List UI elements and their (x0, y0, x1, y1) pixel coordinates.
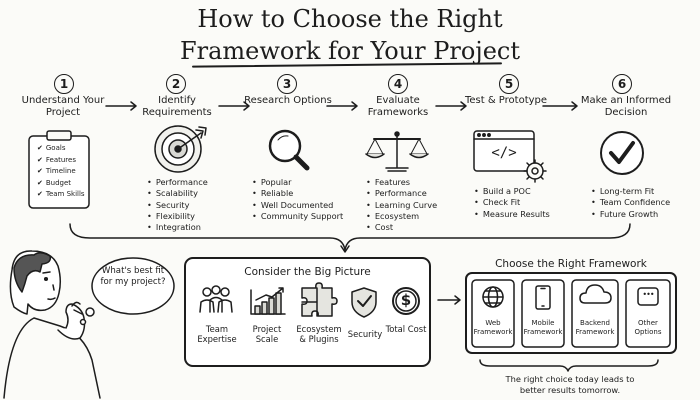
step-3-number: 3 (277, 74, 297, 94)
magnifier-icon (268, 129, 310, 171)
big-picture-title: Consider the Big Picture (244, 266, 371, 278)
list-item: Check Fit (474, 197, 550, 208)
step-arrows (105, 101, 578, 111)
bar-chart-icon (250, 287, 286, 315)
step-2-number: 2 (166, 74, 186, 94)
step-4-bullets: Features Performance Learning Curve Ecos… (366, 177, 437, 233)
list-item: Popular (252, 177, 343, 188)
list-item: Security (147, 200, 208, 211)
right-framework-frame (465, 272, 677, 354)
curly-bracket (69, 223, 631, 251)
cloud-icon (579, 284, 612, 304)
more-dots-icon: ••• (642, 290, 654, 299)
big-picture-label: Total Cost (385, 324, 427, 334)
step-5-title: Test & Prototype (464, 95, 548, 106)
step-3-bullets: Popular Reliable Well Documented Communi… (252, 177, 343, 222)
code-glyph: </> (491, 145, 517, 161)
right-framework-title: Choose the Right Framework (495, 258, 647, 270)
gear-icon (523, 159, 547, 183)
thinking-person-illustration (3, 250, 101, 399)
dollar-coin-icon (392, 287, 420, 315)
list-item: Scalability (147, 188, 208, 199)
step-2-title: Identify Requirements (142, 95, 212, 118)
list-item: Flexibility (147, 211, 208, 222)
step-6-title: Make an Informed Decision (580, 95, 672, 118)
checklist-item: Timeline (37, 166, 85, 178)
phone-icon (535, 285, 551, 310)
list-item: Features (366, 177, 437, 188)
globe-icon (482, 286, 504, 308)
list-item: Long-term Fit (591, 186, 670, 197)
title-line-1: How to Choose the Right (197, 5, 503, 33)
framework-card-backend: Backend Framework (575, 319, 615, 336)
big-picture-label: Ecosystem & Plugins (296, 324, 342, 344)
list-item: Reliable (252, 188, 343, 199)
step-1-checklist: Goals Features Timeline Budget Team Skil… (37, 143, 85, 201)
step-1-title: Understand Your Project (21, 95, 105, 118)
team-people-icon (199, 285, 233, 313)
code-window-icon (473, 130, 547, 183)
step-4-number: 4 (388, 74, 408, 94)
target-icon (154, 125, 207, 173)
note-bracket (479, 359, 659, 372)
framework-card-other: Other Options (634, 319, 662, 336)
step-5-number: 5 (499, 74, 519, 94)
bottom-note: The right choice today leads to better r… (505, 374, 635, 395)
list-item: Measure Results (474, 209, 550, 220)
step-5-bullets: Build a POC Check Fit Measure Results (474, 186, 550, 220)
title-line-2: Framework for Your Project (179, 37, 521, 65)
list-item: Learning Curve (366, 200, 437, 211)
step-3-title: Research Options (244, 95, 332, 106)
step-2-bullets: Performance Scalability Security Flexibi… (147, 177, 208, 233)
list-item: Performance (147, 177, 208, 188)
list-item: Cost (366, 222, 437, 233)
checkmark-circle-icon (600, 131, 644, 175)
big-picture-label: Project Scale (252, 324, 282, 344)
step-6-bullets: Long-term Fit Team Confidence Future Gro… (591, 186, 670, 220)
connector-arrow (437, 295, 461, 305)
shield-icon (351, 287, 377, 318)
balance-scale-icon (365, 131, 429, 172)
list-item: Future Growth (591, 209, 670, 220)
step-1-number: 1 (54, 74, 74, 94)
thought-bubble (79, 257, 175, 326)
dollar-sign: $ (400, 291, 412, 309)
step-6-number: 6 (612, 74, 632, 94)
checklist-item: Features (37, 155, 85, 167)
framework-card-mobile: Mobile Framework (523, 319, 563, 336)
checklist-item: Goals (37, 143, 85, 155)
step-4-title: Evaluate Frameworks (367, 95, 429, 118)
big-picture-label: Team Expertise (197, 324, 237, 344)
list-item: Build a POC (474, 186, 550, 197)
puzzle-icon (301, 282, 338, 317)
list-item: Ecosystem (366, 211, 437, 222)
checklist-item: Team Skills (37, 189, 85, 201)
checklist-item: Budget (37, 178, 85, 190)
list-item: Performance (366, 188, 437, 199)
list-item: Team Confidence (591, 197, 670, 208)
list-item: Community Support (252, 211, 343, 222)
list-item: Well Documented (252, 200, 343, 211)
list-item: Integration (147, 222, 208, 233)
framework-card-web: Web Framework (473, 319, 513, 336)
thought-bubble-text: What's best fit for my project? (100, 266, 166, 287)
big-picture-label: Security (347, 329, 383, 339)
